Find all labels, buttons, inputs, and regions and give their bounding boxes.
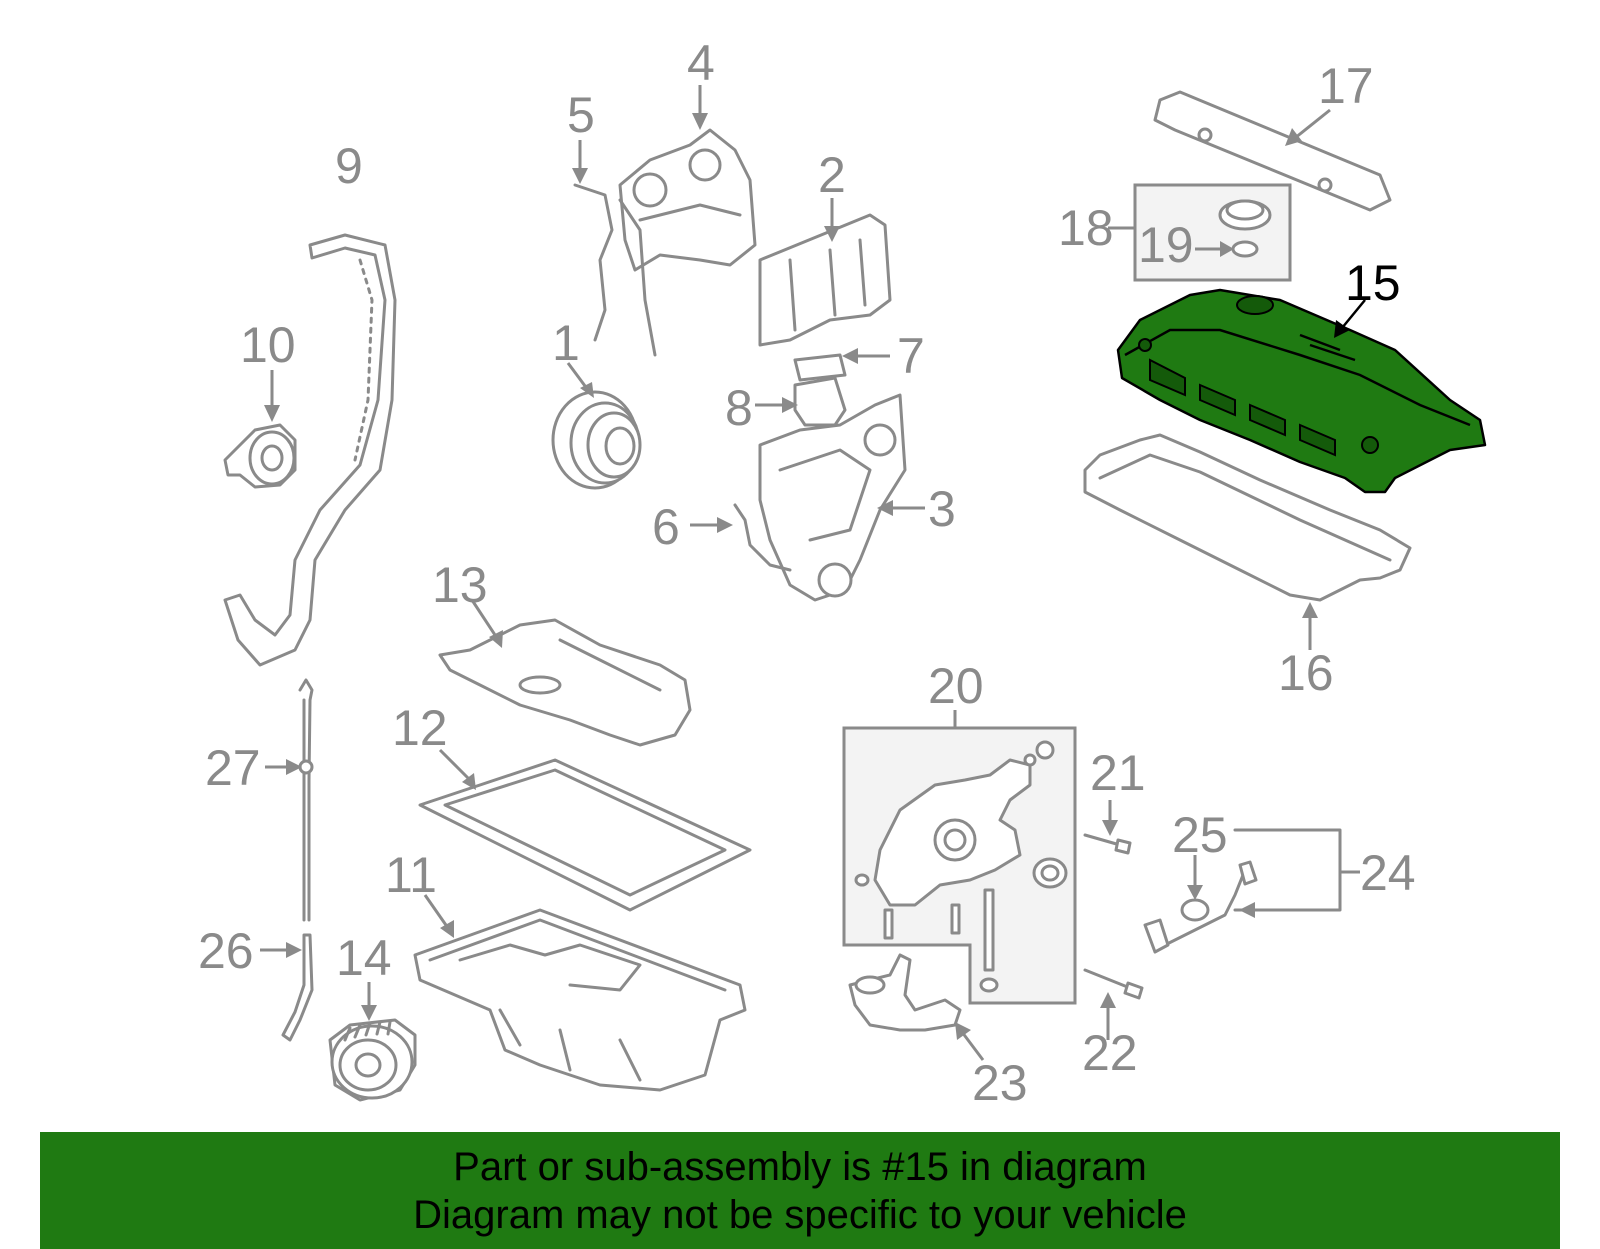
part-16-valve-cover-gasket[interactable] (1083, 433, 1412, 650)
callout-17: 17 (1318, 58, 1374, 114)
part-12-oil-pan-gasket[interactable] (418, 748, 752, 912)
callout-22: 22 (1082, 1025, 1138, 1081)
part-1-crank-pulley[interactable] (551, 362, 642, 490)
banner-line-2: Diagram may not be specific to your vehi… (413, 1192, 1187, 1237)
part-3-lower-cover[interactable] (758, 393, 925, 602)
callout-14: 14 (336, 930, 392, 986)
part-2-middle-cover[interactable] (758, 198, 892, 347)
callout-21: 21 (1090, 745, 1146, 801)
part-6-gasket[interactable] (690, 503, 792, 572)
callout-6: 6 (652, 499, 680, 555)
callout-15: 15 (1345, 255, 1401, 311)
callout-24: 24 (1360, 845, 1416, 901)
part-23-oil-strainer[interactable] (848, 953, 985, 1061)
part-18-oil-cap-assembly[interactable] (1108, 183, 1292, 282)
part-7-seal[interactable] (793, 348, 890, 382)
part-27-dipstick[interactable] (265, 678, 314, 922)
part-10-tensioner[interactable] (223, 370, 297, 489)
part-9-timing-belt[interactable] (223, 233, 397, 667)
callout-19: 19 (1138, 217, 1194, 273)
callout-13: 13 (432, 557, 488, 613)
part-13-oil-baffle[interactable] (438, 599, 692, 747)
callout-7: 7 (897, 328, 925, 384)
callout-11: 11 (385, 847, 437, 903)
parts-diagram: 1 2 3 4 5 6 7 8 9 10 11 12 13 14 15 16 1… (198, 35, 1487, 1111)
callout-8: 8 (725, 380, 753, 436)
callout-25: 25 (1172, 807, 1228, 863)
callout-5: 5 (567, 87, 595, 143)
callout-9: 9 (335, 138, 363, 194)
part-24-sensor-harness[interactable] (1143, 828, 1360, 954)
callout-12: 12 (392, 700, 448, 756)
callout-27: 27 (205, 740, 261, 796)
part-15-valve-cover[interactable] (1116, 288, 1487, 494)
callout-2: 2 (818, 147, 846, 203)
callout-10: 10 (240, 317, 296, 373)
callout-20: 20 (928, 658, 984, 714)
part-21-bolt[interactable] (1083, 800, 1132, 855)
part-26-dipstick-tube[interactable] (260, 933, 314, 1042)
callout-1: 1 (552, 315, 580, 371)
part-5-gasket[interactable] (572, 140, 657, 357)
callout-23: 23 (972, 1055, 1028, 1111)
callout-18: 18 (1058, 200, 1114, 256)
part-14-oil-filter[interactable] (328, 982, 417, 1102)
part-11-oil-pan[interactable] (413, 894, 747, 1092)
part-8-seal[interactable] (755, 376, 847, 427)
callout-26: 26 (198, 923, 254, 979)
part-25-sensor[interactable] (1180, 855, 1210, 922)
part-17-plug-cover[interactable] (1153, 90, 1392, 212)
info-banner: Part or sub-assembly is #15 in diagram D… (40, 1132, 1560, 1249)
part-20-oil-pump-assembly[interactable] (842, 710, 1077, 1005)
callout-4: 4 (687, 35, 715, 91)
callout-16: 16 (1278, 645, 1334, 701)
banner-line-1: Part or sub-assembly is #15 in diagram (453, 1144, 1147, 1189)
part-4-upper-cover[interactable] (618, 85, 757, 272)
part-22-bolt[interactable] (1083, 968, 1144, 1040)
callout-3: 3 (928, 481, 956, 537)
